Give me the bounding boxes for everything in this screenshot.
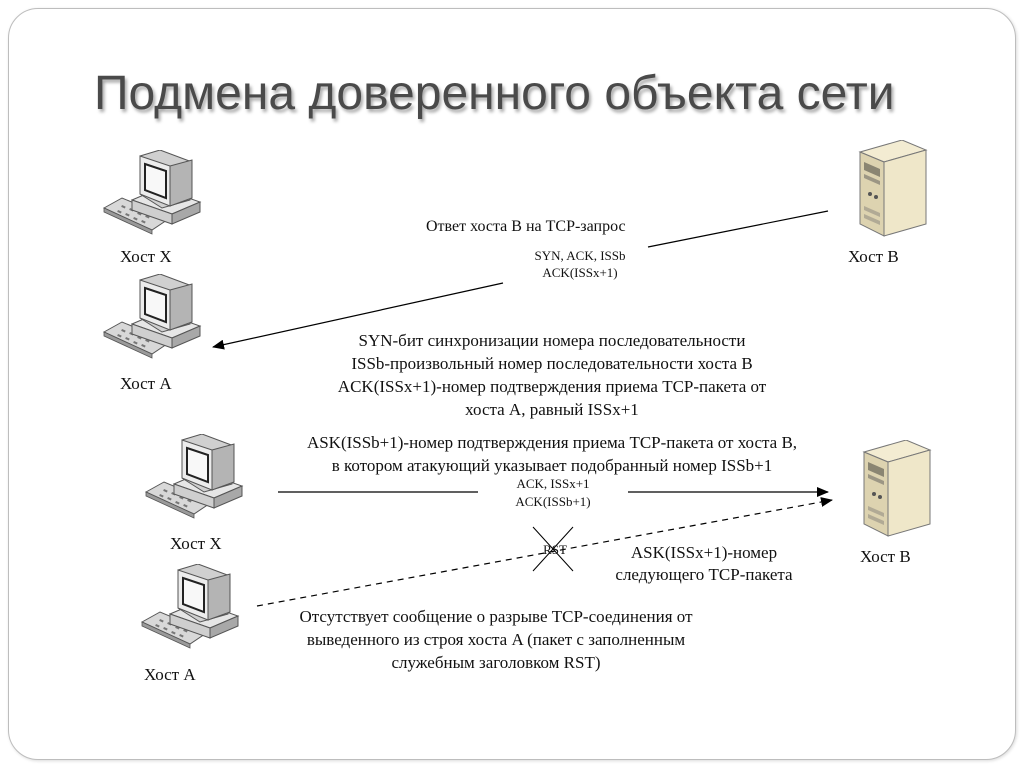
host-a-top-label: Хост A [120, 374, 172, 393]
server-icon [859, 140, 927, 237]
rst-label: RST [543, 542, 567, 557]
explanation-line3: ACK(ISSx+1)-номер подтверждения приема T… [337, 377, 767, 396]
host-a-bottom-label: Хост A [144, 665, 196, 684]
absent-line3: служебным заголовком RST) [391, 653, 601, 672]
ack-label-line1: ACK, ISSx+1 [516, 476, 590, 491]
slide-title: Подмена доверенного объекта сети [94, 67, 895, 120]
next-packet-line1: ASK(ISSx+1)-номер [630, 543, 778, 562]
explanation-line1: SYN-бит синхронизации номера последовате… [358, 331, 746, 350]
syn-label-line2: ACK(ISSx+1) [542, 265, 618, 280]
response-title: Ответ хоста B на TCP-запрос [426, 218, 626, 235]
explanation-line4: хоста A, равный ISSx+1 [465, 400, 639, 419]
workstation-icon [141, 564, 239, 649]
next-packet-line2: следующего TCP-пакета [615, 565, 793, 584]
ask-line2: в котором атакующий указывает подобранны… [331, 456, 773, 475]
rst-cross-line-2 [532, 526, 574, 572]
host-b-bottom-label: Хост B [860, 547, 911, 566]
workstation-icon [103, 150, 201, 235]
host-x-top-label: Хост X [120, 247, 172, 266]
ask-line1: ASK(ISSb+1)-номер подтверждения приема T… [306, 433, 798, 452]
response-arrow [212, 282, 504, 350]
absent-line1: Отсутствует сообщение о разрыве TCP-соед… [299, 607, 693, 626]
explanation-line2: ISSb-произвольный номер последовательнос… [351, 354, 753, 373]
workstation-icon [103, 274, 201, 359]
syn-label-line1: SYN, ACK, ISSb [534, 248, 626, 263]
host-b-top-label: Хост B [848, 247, 899, 266]
host-x-bottom-label: Хост X [170, 534, 222, 553]
ack-label-line2: ACK(ISSb+1) [515, 494, 591, 509]
response-line-upper [647, 210, 829, 248]
absent-line2: выведенного из строя хоста A (пакет с за… [306, 630, 686, 649]
rst-dashed-arrow [256, 497, 833, 607]
